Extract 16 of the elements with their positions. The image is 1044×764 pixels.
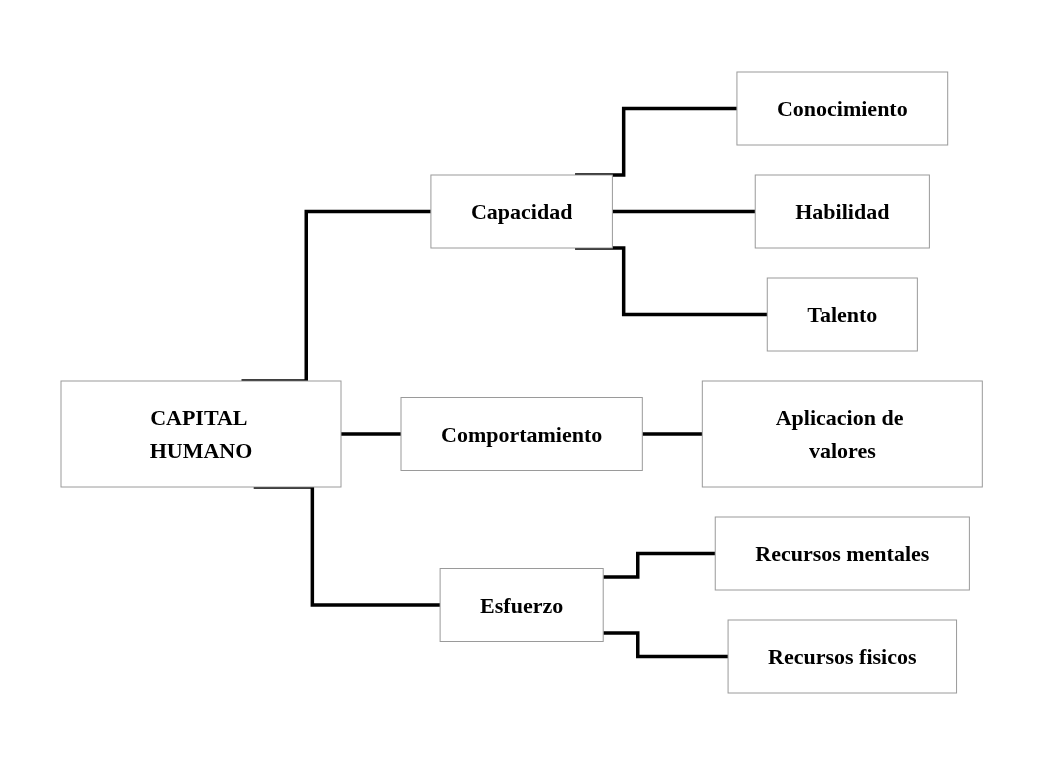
node-box: Aplicacion de valores <box>702 380 984 487</box>
node-box: Habilidad <box>755 174 931 248</box>
node-box: Capacidad <box>430 174 614 248</box>
connector <box>603 551 716 579</box>
node-box: Comportamiento <box>400 396 644 471</box>
connector <box>341 431 402 436</box>
node-box: Esfuerzo <box>439 567 605 642</box>
connector <box>612 209 756 213</box>
connector <box>575 245 768 316</box>
node-box: Recursos mentales <box>715 516 971 590</box>
connector <box>603 630 729 658</box>
node-box: Talento <box>767 277 919 351</box>
node-box: Conocimiento <box>736 71 949 145</box>
node-box: CAPITAL HUMANO <box>60 380 342 487</box>
node-box: Recursos fisicos <box>727 619 958 693</box>
connector <box>642 431 703 436</box>
